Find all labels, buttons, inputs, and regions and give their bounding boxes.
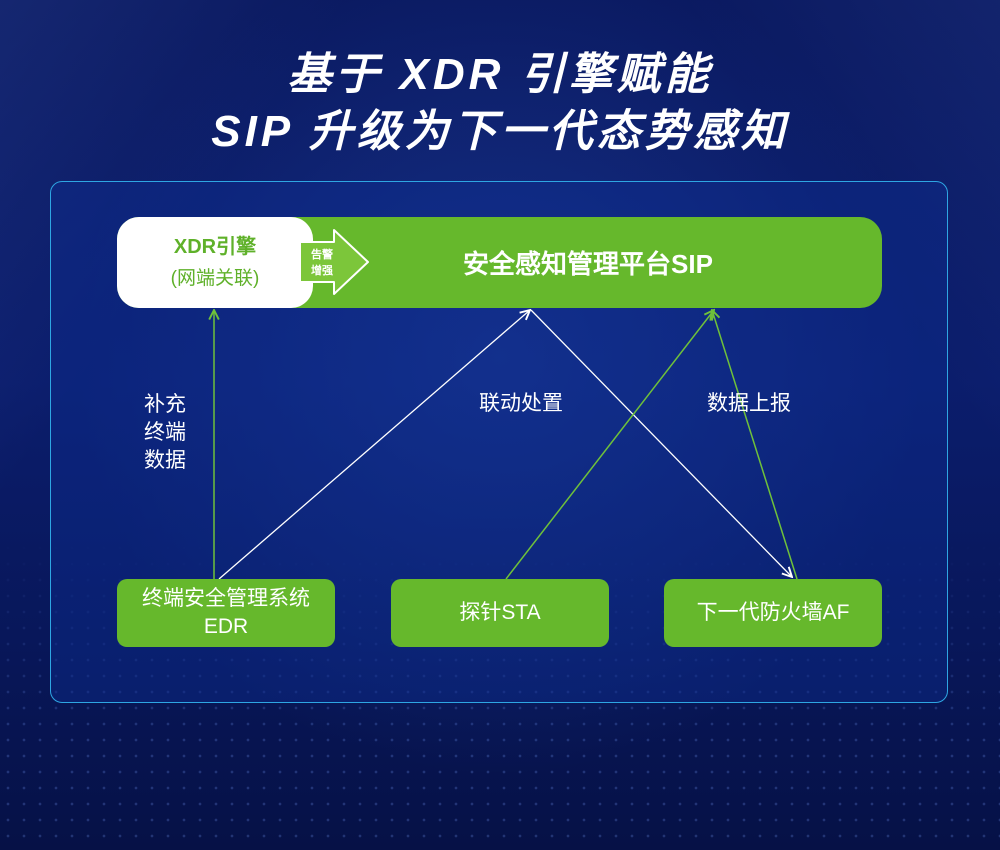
source-box-sta: 探针STA [391, 579, 609, 647]
supplement-data-label: 补充 终端 数据 [135, 391, 195, 475]
supplement-line-2: 终端 [144, 421, 186, 444]
platform-name: 安全感知管理平台SIP [463, 249, 713, 279]
supplement-line-1: 补充 [144, 393, 186, 416]
edr-line-2: EDR [203, 615, 249, 638]
af-label: 下一代防火墙AF [696, 601, 850, 624]
xdr-engine-box: XDR引擎 (网端关联) [117, 217, 313, 308]
alert-enhance-line-2: 增强 [311, 265, 333, 277]
source-box-af: 下一代防火墙AF [664, 579, 882, 647]
alert-enhance-label: 告警 增强 [302, 247, 342, 279]
xdr-engine-subtitle: (网端关联) [170, 267, 260, 289]
title-line-1: 基于 XDR 引擎赋能 [287, 50, 713, 99]
alert-enhance-line-1: 告警 [311, 249, 333, 261]
linkage-label: 联动处置 [479, 392, 563, 415]
title-line-2: SIP 升级为下一代态势感知 [211, 107, 789, 156]
report-label: 数据上报 [707, 392, 791, 415]
sta-label: 探针STA [459, 601, 541, 624]
alert-enhance-arrow-icon [299, 229, 369, 295]
source-box-edr: 终端安全管理系统 EDR [117, 579, 335, 647]
xdr-engine-name: XDR引擎 [173, 235, 257, 258]
edr-line-1: 终端安全管理系统 [142, 587, 310, 610]
supplement-line-3: 数据 [144, 449, 186, 472]
page-title: 基于 XDR 引擎赋能 SIP 升级为下一代态势感知 [0, 46, 1000, 160]
